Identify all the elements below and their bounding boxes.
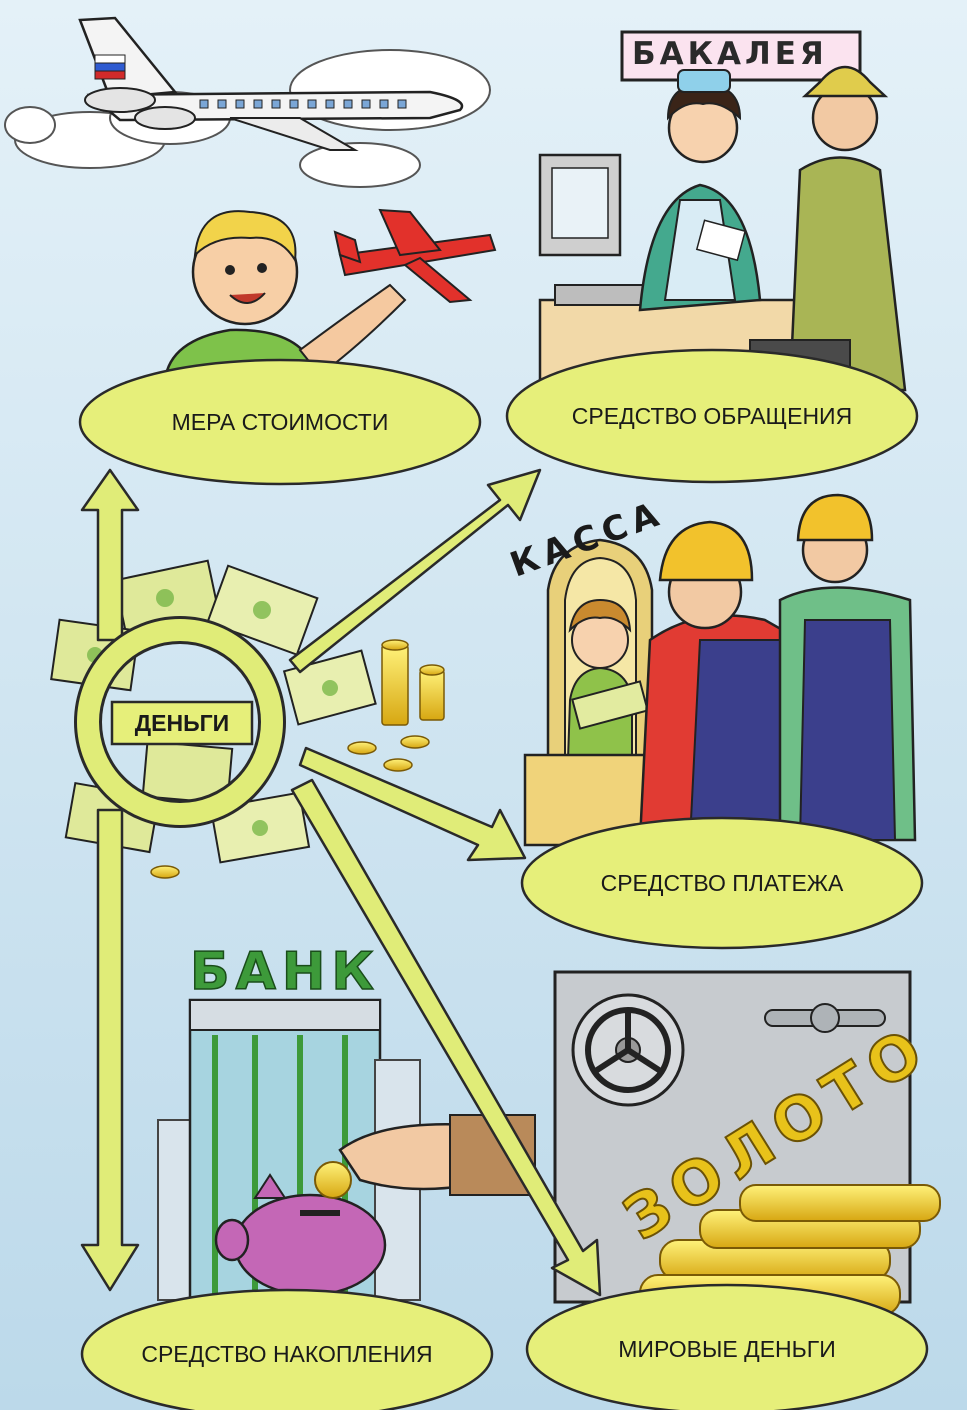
ellipse-measure [78,358,482,486]
arrow-to-payment [298,746,527,862]
arrow-to-circulation [288,468,542,674]
function-ellipses [78,348,929,1410]
arrow-to-accumulation [80,808,140,1292]
arrow-to-world [290,778,602,1297]
ellipse-world [525,1283,929,1410]
center-label-box [110,700,254,746]
ellipse-payment [520,816,924,950]
shop-sign-text: БАКАЛЕЯ [632,36,828,72]
ellipse-accumulation [80,1288,494,1410]
arrows [80,468,602,1297]
ellipse-circulation [505,348,919,484]
cashier-desk-illustration [523,493,917,847]
bank-sign-text: БАНК [189,941,380,1003]
airplane-illustration [4,16,491,188]
center-ring [74,616,286,828]
gold-vault-illustration [553,970,941,1316]
arrow-to-measure [80,468,140,642]
shop-sign-board [620,30,862,82]
